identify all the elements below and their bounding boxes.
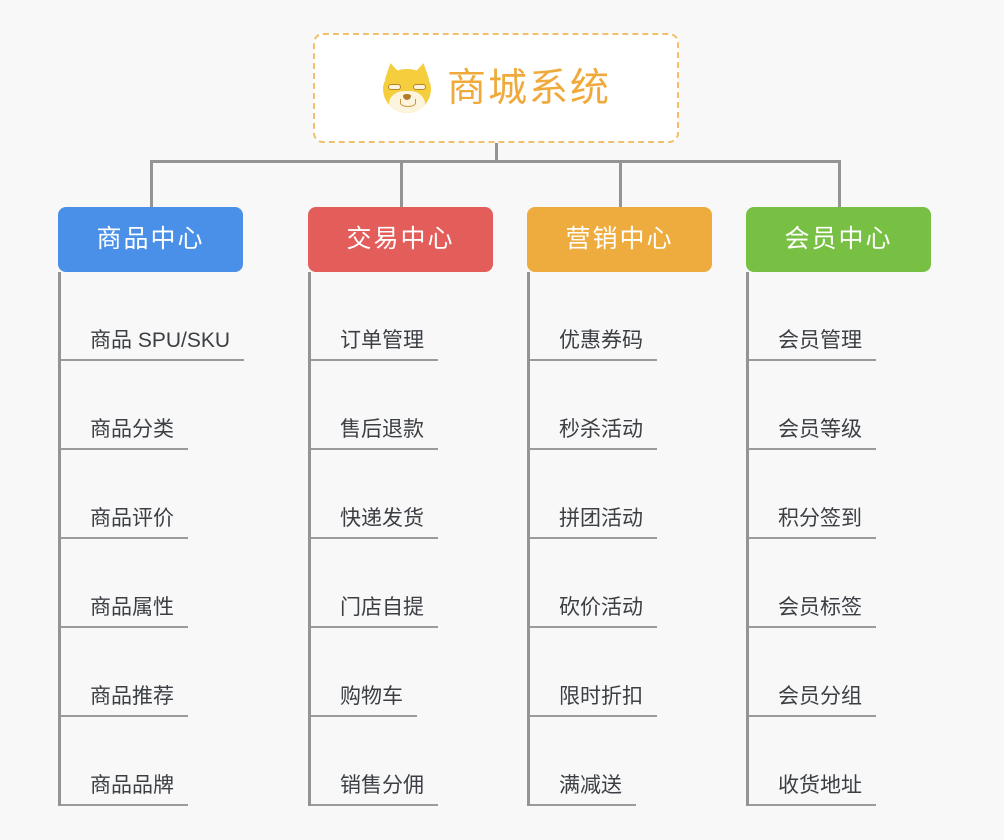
leaf-label: 快递发货 — [311, 507, 438, 539]
leaf-label: 会员标签 — [749, 596, 876, 628]
list-item[interactable]: 快递发货 — [311, 450, 493, 539]
list-item[interactable]: 售后退款 — [311, 361, 493, 450]
leaf-label: 积分签到 — [749, 507, 876, 539]
list-item[interactable]: 商品评价 — [61, 450, 243, 539]
leaf-label: 商品品牌 — [61, 774, 188, 806]
category-header-2[interactable]: 交易中心 — [308, 207, 493, 272]
connector-drop-3 — [619, 160, 622, 207]
list-item[interactable]: 会员管理 — [749, 272, 931, 361]
leaf-label: 门店自提 — [311, 596, 438, 628]
column-marketing-center: 营销中心 优惠券码 秒杀活动 拼团活动 砍价活动 限时折扣 满减送 — [527, 207, 712, 806]
leaf-label: 商品评价 — [61, 507, 188, 539]
leaf-label: 收货地址 — [749, 774, 876, 806]
connector-drop-2 — [400, 160, 403, 207]
list-item[interactable]: 购物车 — [311, 628, 493, 717]
leaf-list-1: 商品 SPU/SKU 商品分类 商品评价 商品属性 商品推荐 商品品牌 — [58, 272, 245, 806]
list-item[interactable]: 商品 SPU/SKU — [61, 272, 245, 361]
leaf-label: 商品属性 — [61, 596, 188, 628]
list-item[interactable]: 销售分佣 — [311, 717, 493, 806]
root-title: 商城系统 — [446, 66, 611, 110]
leaf-label: 订单管理 — [311, 329, 438, 361]
leaf-list-2: 订单管理 售后退款 快递发货 门店自提 购物车 销售分佣 — [308, 272, 493, 806]
shiba-dog-face-icon — [381, 61, 433, 113]
list-item[interactable]: 会员标签 — [749, 539, 931, 628]
list-item[interactable]: 商品推荐 — [61, 628, 243, 717]
leaf-label: 秒杀活动 — [530, 418, 657, 450]
list-item[interactable]: 订单管理 — [311, 272, 493, 361]
list-item[interactable]: 商品属性 — [61, 539, 243, 628]
leaf-label: 会员管理 — [749, 329, 876, 361]
column-member-center: 会员中心 会员管理 会员等级 积分签到 会员标签 会员分组 收货地址 — [746, 207, 931, 806]
leaf-label: 会员分组 — [749, 685, 876, 717]
leaf-list-3: 优惠券码 秒杀活动 拼团活动 砍价活动 限时折扣 满减送 — [527, 272, 712, 806]
list-item[interactable]: 商品分类 — [61, 361, 243, 450]
leaf-label: 优惠券码 — [530, 329, 657, 361]
list-item[interactable]: 限时折扣 — [530, 628, 712, 717]
column-product-center: 商品中心 商品 SPU/SKU 商品分类 商品评价 商品属性 商品推荐 商品品牌 — [58, 207, 245, 806]
category-title-4: 会员中心 — [784, 225, 893, 253]
category-header-1[interactable]: 商品中心 — [58, 207, 243, 272]
leaf-label: 限时折扣 — [530, 685, 657, 717]
leaf-label: 砍价活动 — [530, 596, 657, 628]
leaf-label: 拼团活动 — [530, 507, 657, 539]
leaf-label: 商品推荐 — [61, 685, 188, 717]
column-transaction-center: 交易中心 订单管理 售后退款 快递发货 门店自提 购物车 销售分佣 — [308, 207, 493, 806]
category-title-3: 营销中心 — [565, 225, 674, 253]
list-item[interactable]: 门店自提 — [311, 539, 493, 628]
list-item[interactable]: 优惠券码 — [530, 272, 712, 361]
leaf-label: 商品分类 — [61, 418, 188, 450]
leaf-label: 会员等级 — [749, 418, 876, 450]
leaf-label: 满减送 — [530, 774, 636, 806]
leaf-label: 购物车 — [311, 685, 417, 717]
connector-horizontal-bus — [150, 160, 841, 163]
list-item[interactable]: 砍价活动 — [530, 539, 712, 628]
list-item[interactable]: 秒杀活动 — [530, 361, 712, 450]
list-item[interactable]: 商品品牌 — [61, 717, 243, 806]
list-item[interactable]: 拼团活动 — [530, 450, 712, 539]
list-item[interactable]: 会员分组 — [749, 628, 931, 717]
category-title-1: 商品中心 — [96, 225, 205, 253]
list-item[interactable]: 积分签到 — [749, 450, 931, 539]
leaf-label: 售后退款 — [311, 418, 438, 450]
root-node[interactable]: 商城系统 — [313, 33, 679, 143]
list-item[interactable]: 满减送 — [530, 717, 712, 806]
connector-root-stem — [495, 143, 498, 163]
category-title-2: 交易中心 — [346, 225, 455, 253]
leaf-label: 商品 SPU/SKU — [61, 329, 245, 361]
category-header-3[interactable]: 营销中心 — [527, 207, 712, 272]
leaf-label: 销售分佣 — [311, 774, 438, 806]
connector-drop-4 — [838, 160, 841, 207]
leaf-list-4: 会员管理 会员等级 积分签到 会员标签 会员分组 收货地址 — [746, 272, 931, 806]
category-header-4[interactable]: 会员中心 — [746, 207, 931, 272]
list-item[interactable]: 会员等级 — [749, 361, 931, 450]
connector-drop-1 — [150, 160, 153, 207]
list-item[interactable]: 收货地址 — [749, 717, 931, 806]
